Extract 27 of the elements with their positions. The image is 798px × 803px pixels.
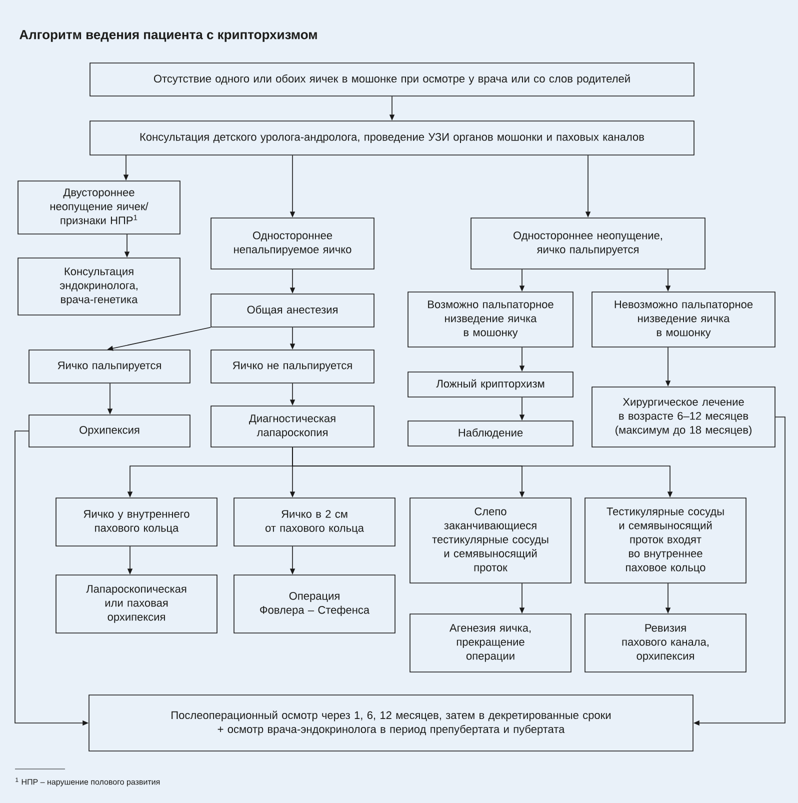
process-box: Общая анестезия	[210, 294, 374, 328]
process-box: Консультация детского уролога-андролога, проведение УЗИ органов мошонки и паховых каналов	[90, 120, 694, 156]
process-box: Ложный крипторхизм	[408, 372, 574, 398]
process-box: Яичко у внутреннего пахового кольца	[56, 498, 218, 546]
process-box: Отсутствие одного или обоих яичек в мошонке при осмотре у врача или со слов родителей	[90, 62, 694, 96]
process-box: Консультация эндокринолога, врача-генетика	[18, 258, 180, 316]
process-box: Одностороннее непальпируемое яичко	[210, 218, 374, 270]
process-box: Одностороннее неопущение, яичко пальпируется	[470, 218, 706, 270]
process-box: Хирургическое лечение в возрасте 6–12 месяцев (максимум до 18 месяцев)	[592, 386, 776, 448]
process-box: Возможно пальпаторное низведение яичка в мошонку	[408, 292, 574, 348]
title: Алгоритм ведения пациента с крипторхизмом	[20, 30, 317, 42]
process-box: Орхипексия	[28, 414, 190, 448]
process-box: Яичко не пальпируется	[210, 350, 374, 384]
process-box: Тестикулярные сосуды и семявыносящий проток входят во внутреннее паховое кольцо	[584, 498, 746, 584]
process-box: Агенезия яичка, прекращение операции	[410, 614, 572, 672]
process-box: Двустороннее неопущение яичек/ признаки НПР$^{1}$	[18, 180, 180, 234]
footnote: $^{1}$ НПР – нарушение полового развития	[16, 778, 160, 786]
process-box: Невозможно пальпаторное низведение яичка в мошонку	[592, 292, 776, 348]
process-box: Ревизия пахового канала, орхипексия	[584, 614, 746, 672]
process-box: Диагностическая лапароскопия	[210, 406, 374, 448]
process-box: Операция Фовлера – Стефенса	[234, 574, 396, 634]
process-box: Слепо заканчивающиеся тестикулярные сосуды и семявыносящий проток	[410, 498, 572, 584]
process-box: Яичко пальпируется	[28, 350, 190, 384]
process-box: Послеоперационный осмотр через 1, 6, 12 месяцев, затем в декретированные сроки + осмотр врача-эндокринолога в период препубертата и пубертата	[88, 694, 694, 752]
process-box: Наблюдение	[408, 420, 574, 446]
process-box: Яичко в 2 см от пахового кольца	[234, 498, 396, 546]
process-box: Лапароскопическая или паховая орхипексия	[56, 574, 218, 634]
